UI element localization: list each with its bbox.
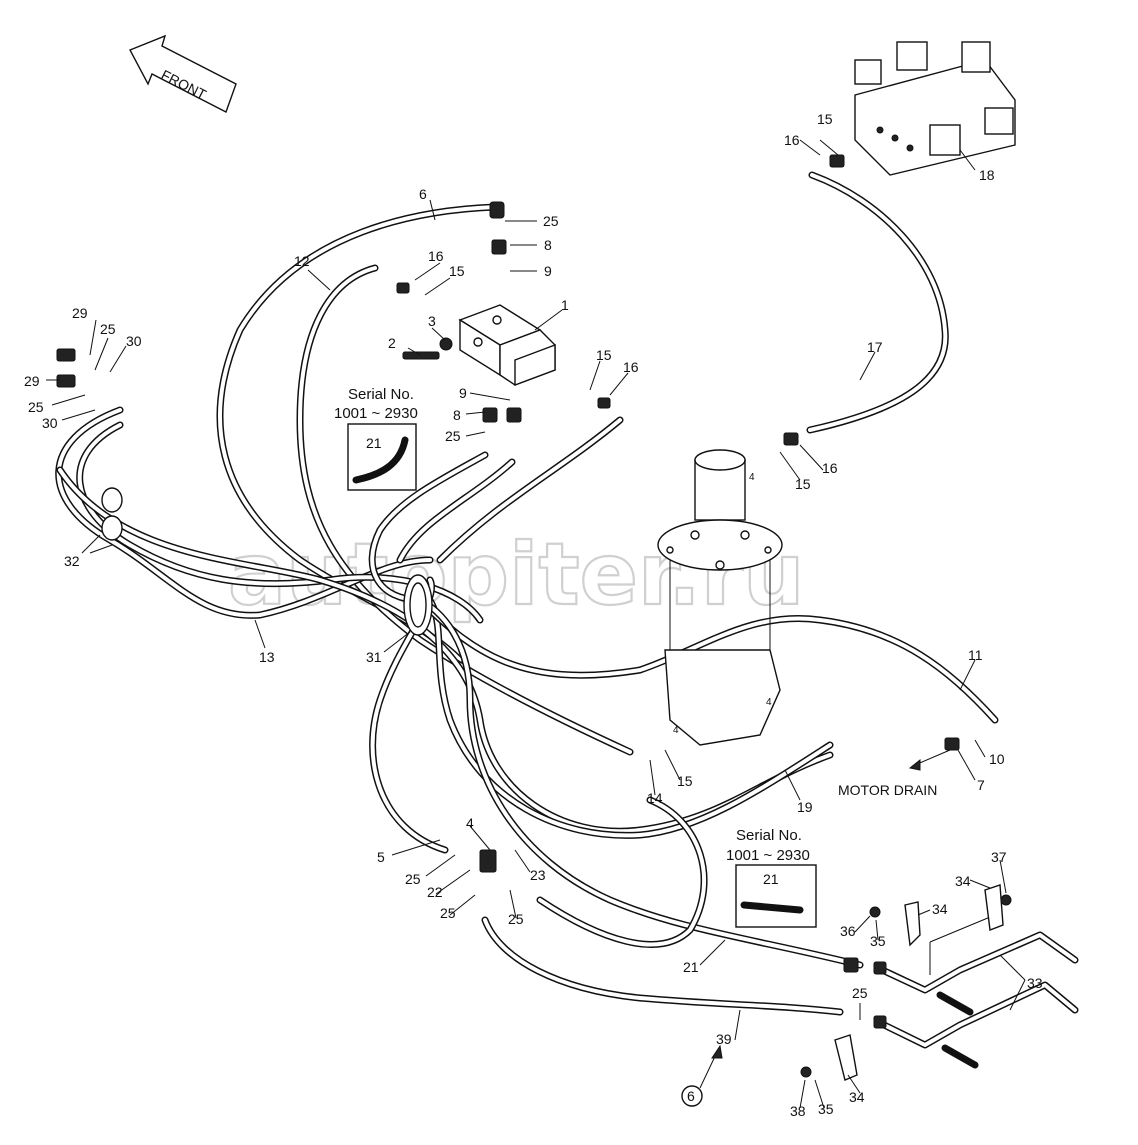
part-label-34c: 34 [849, 1089, 865, 1105]
figure-reference-number: 6 [687, 1088, 695, 1104]
part-label-16d: 16 [822, 460, 838, 476]
part-label-8a: 8 [544, 237, 552, 253]
part-label-16b: 16 [428, 248, 444, 264]
fittings [56, 154, 1012, 1078]
clamp-32 [101, 487, 123, 541]
clamp-31 [403, 574, 433, 636]
part-label-16c: 16 [623, 359, 639, 375]
part-label-25f: 25 [440, 905, 456, 921]
part-label-4c: 4 [673, 725, 679, 736]
part-label-36: 36 [840, 923, 856, 939]
part-label-13: 13 [259, 649, 275, 665]
part-label-11: 11 [968, 647, 983, 663]
part-label-29b: 29 [24, 373, 40, 389]
part-label-14: 14 [647, 790, 663, 806]
part-label-25e: 25 [405, 871, 421, 887]
part-label-18: 18 [979, 167, 995, 183]
part-labels: 1 2 3 4 4 4 4 5 6 7 8 8 9 9 10 11 12 13 … [24, 111, 1043, 1119]
part-label-30b: 30 [42, 415, 58, 431]
part-label-29a: 29 [72, 305, 88, 321]
valve-block-1 [458, 304, 556, 387]
part-label-6: 6 [419, 186, 427, 202]
part-label-25d: 25 [445, 428, 461, 444]
part-label-4a: 4 [749, 472, 755, 483]
part-label-7: 7 [977, 777, 985, 793]
serial-box-right: Serial No. 1001 ~ 2930 21 [726, 827, 817, 928]
part-label-19: 19 [797, 799, 813, 815]
part-label-31: 31 [366, 649, 382, 665]
part-label-8b: 8 [453, 407, 461, 423]
part-label-17: 17 [867, 339, 883, 355]
part-label-25h: 25 [852, 985, 868, 1001]
part-label-32: 32 [64, 553, 80, 569]
part-label-35b: 35 [818, 1101, 834, 1117]
part-label-33: 33 [1027, 975, 1043, 991]
part-label-2: 2 [388, 335, 396, 351]
part-label-4b: 4 [766, 697, 772, 708]
leader-lines [46, 139, 1026, 1109]
serial-part-left: 21 [366, 435, 382, 451]
part-label-5: 5 [377, 849, 385, 865]
part-label-35a: 35 [870, 933, 886, 949]
part-label-22: 22 [427, 884, 443, 900]
part-label-1: 1 [561, 297, 569, 313]
part-label-15a: 15 [817, 111, 833, 127]
part-label-9b: 9 [459, 385, 467, 401]
tube-assembly-33 [874, 914, 1079, 1069]
part-label-15d: 15 [795, 476, 811, 492]
part-label-10: 10 [989, 751, 1005, 767]
clamps-34 [834, 884, 1004, 1081]
part-label-16a: 16 [784, 132, 800, 148]
part-label-39: 39 [716, 1031, 732, 1047]
serial-box-left: Serial No. 1001 ~ 2930 21 [334, 386, 418, 491]
part-label-9a: 9 [544, 263, 552, 279]
motor-drain: MOTOR DRAIN [838, 749, 951, 798]
part-label-25c: 25 [28, 399, 44, 415]
part-label-15c: 15 [596, 347, 612, 363]
part-label-25g: 25 [508, 911, 524, 927]
part-label-21: 21 [683, 959, 699, 975]
part-label-15b: 15 [449, 263, 465, 279]
part-label-34b: 34 [955, 873, 971, 889]
serial-title-right: Serial No. [736, 827, 802, 844]
motor-drain-label: MOTOR DRAIN [838, 782, 937, 798]
part-label-37: 37 [991, 849, 1007, 865]
serial-title-left: Serial No. [348, 386, 414, 403]
front-arrow: FRONT [129, 34, 237, 113]
figure-reference: 6 [681, 1044, 723, 1107]
part-label-23: 23 [530, 867, 546, 883]
part-label-30a: 30 [126, 333, 142, 349]
solenoid-valve-18 [854, 41, 1016, 176]
part-label-25a: 25 [543, 213, 559, 229]
part-label-3: 3 [428, 313, 436, 329]
part-label-34a: 34 [932, 901, 948, 917]
part-label-25b: 25 [100, 321, 116, 337]
part-label-38: 38 [790, 1103, 806, 1119]
part-label-15e: 15 [677, 773, 693, 789]
serial-range-left: 1001 ~ 2930 [334, 405, 418, 422]
part-label-4d: 4 [466, 815, 474, 831]
part-label-12: 12 [294, 253, 310, 269]
serial-part-right: 21 [763, 871, 779, 887]
swivel-joint [657, 449, 783, 746]
serial-range-right: 1001 ~ 2930 [726, 847, 810, 864]
